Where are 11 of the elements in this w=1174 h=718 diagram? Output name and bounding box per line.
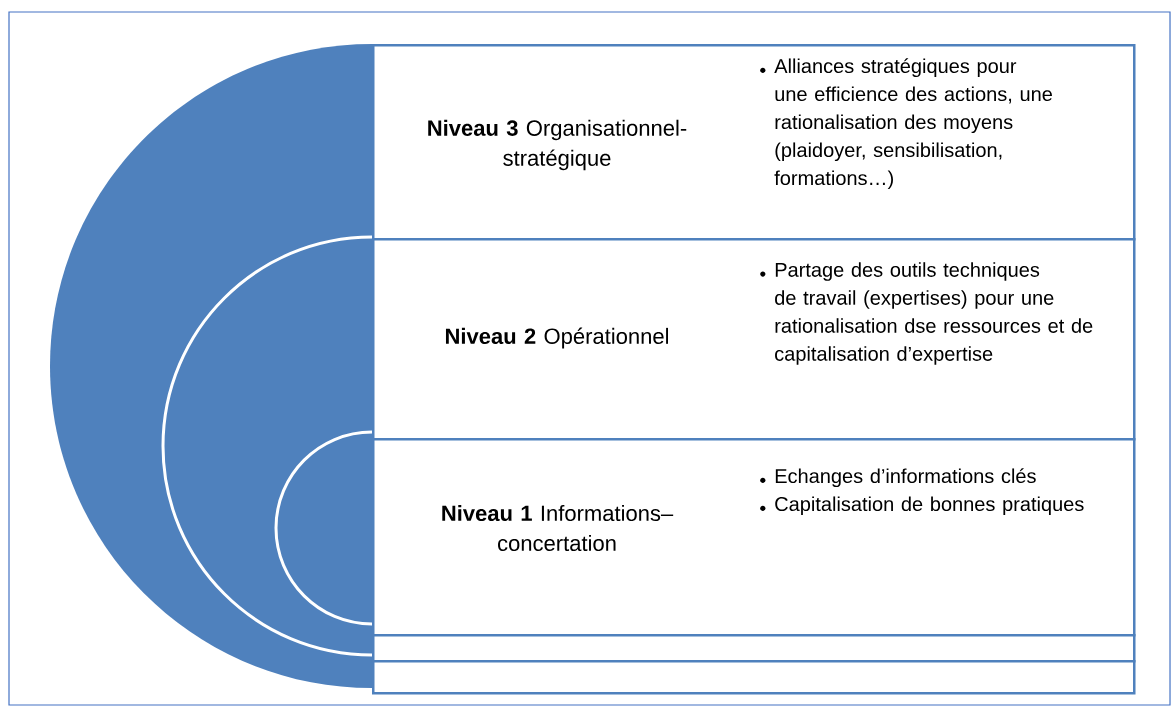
level-box [372, 44, 1136, 241]
level-heading: Niveau 2 Opérationnel [445, 327, 669, 349]
level-heading: Niveau 3 Organisationnel-stratégique [428, 119, 687, 171]
level-heading: Niveau 1 Informations–concertation [442, 504, 674, 552]
bullet-text: Alliances stratégiques pour une efficience des actions, une rationalisation des moyens (plaidoyer, sensibilisation, formations…) [774, 58, 1052, 190]
bullet-text: Capitalisation de bonnes pratiques [775, 496, 1084, 516]
empty-box [372, 634, 1136, 663]
level-box [372, 238, 1136, 441]
bullet-text: Partage des outils techniques de travail (expertises) pour une rationalisation dse ressources et de capitalisation d’expertise [775, 262, 1093, 365]
bullet-text: Echanges d’informations clés [775, 468, 1036, 488]
empty-box [372, 660, 1136, 695]
